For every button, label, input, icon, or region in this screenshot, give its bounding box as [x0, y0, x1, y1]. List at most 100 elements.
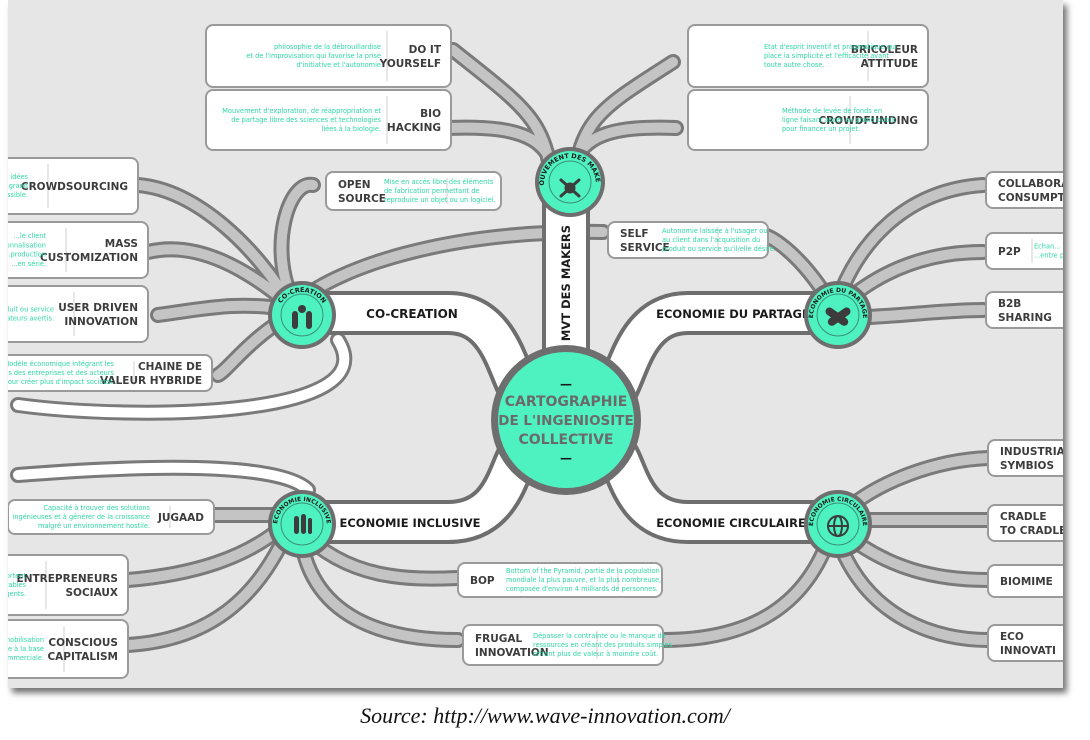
leaf-description: Modèle économique intégrant les	[8, 360, 115, 368]
leaf-description: ...le client	[14, 232, 47, 240]
leaf-label: BIO	[420, 108, 441, 120]
leaf-label: SOCIAUX	[65, 587, 118, 599]
partage-badge[interactable]: ECONOMIE DU PARTAGE	[804, 281, 872, 349]
cocreation-title: CO-CREATION	[366, 307, 458, 321]
leaf-entrepreneurs[interactable]: ENTREPRENEURS SOCIAUX ...apportent...s et …	[8, 554, 129, 616]
leaf-description: reproduire un objet ou un logiciel.	[384, 196, 496, 204]
inclusive-badge[interactable]: ECONOMIE INCLUSIVE	[268, 490, 336, 558]
leaf-label: OPEN	[338, 179, 371, 191]
hub-badges: MOUVEMENT DES MAKERS CO-CREATION ECONOMI…	[268, 147, 872, 558]
leaf-description: ...apportent	[8, 572, 26, 580]
leaf-box	[325, 171, 502, 211]
leaf-label: INNOVATI	[1000, 645, 1056, 657]
leaf-description: au client dans l'acquisition du	[662, 236, 760, 244]
leaf-description: Echan...	[1034, 242, 1060, 250]
leaf-label: CONSCIOUS	[48, 637, 118, 649]
leaf-box	[205, 89, 452, 151]
leaf-label: CRADLE	[1000, 511, 1047, 523]
center-node[interactable]: — CARTOGRAPHIE DE L'INGENIOSITE COLLECTI…	[491, 345, 641, 495]
center-line-1: CARTOGRAPHIE	[505, 394, 628, 410]
leaf-crowdsourcing[interactable]: CROWDSOURCING...obtenir des idées...plus…	[8, 157, 139, 215]
leaf-description: produit ou service qu'il/elle désire.	[662, 245, 776, 253]
leaf-label: ATTITUDE	[861, 58, 918, 70]
leaf-description: Bottom of the Pyramid, partie de la popu…	[506, 567, 660, 575]
leaf-label: BIOMIME	[1000, 576, 1053, 588]
leaf-biomime[interactable]: BIOMIME	[987, 564, 1063, 598]
leaf-box	[985, 171, 1063, 209]
leaf-label: MASS	[105, 238, 138, 250]
center-dash-top: —	[560, 377, 572, 391]
leaf-eco[interactable]: ECO INNOVATI	[987, 624, 1063, 662]
leaf-box	[987, 439, 1063, 477]
leaf-box	[987, 504, 1063, 542]
leaf-collab[interactable]: COLLABORA CONSUMPTION	[985, 171, 1063, 209]
leaf-conscious[interactable]: CONSCIOUS CAPITALISM...de mobilisation...…	[8, 619, 129, 679]
leaf-label: COLLABORA	[998, 178, 1063, 190]
leaf-box	[687, 89, 929, 151]
leaf-label: CONSUMPTION	[998, 192, 1063, 204]
leaf-label: SOURCE	[338, 193, 386, 205]
leaf-description: Mouvement d'exploration, de réappropriat…	[222, 107, 381, 115]
leaf-description: ...commerciale.	[8, 654, 44, 662]
wrench-icon	[559, 178, 581, 198]
leaf-description: ...possible.	[8, 191, 28, 199]
makers-badge[interactable]: MOUVEMENT DES MAKERS	[535, 147, 605, 217]
leaf-label: ECO	[1000, 631, 1024, 643]
leaf-label: INNOVATION	[64, 316, 138, 328]
hub-titles: CO-CREATION ECONOMIE DU PARTAGE ECONOMIE…	[340, 225, 810, 530]
leaf-description: d'initiative et l'autonomie	[296, 61, 381, 69]
cocreation-badge[interactable]: CO-CREATION	[268, 281, 336, 349]
leaf-description: malgré un environnement hostile.	[38, 522, 150, 530]
center-line-2: DE L'INGENIOSITE	[498, 413, 633, 429]
leaf-box	[205, 24, 452, 88]
inclusive-title: ECONOMIE INCLUSIVE	[340, 516, 481, 530]
center-dash-bottom: —	[560, 451, 572, 465]
leaf-label: BOP	[470, 575, 495, 587]
leaf-bop[interactable]: BOP Bottom of the Pyramid, partie de la p…	[457, 562, 663, 598]
leaf-label: JUGAAD	[157, 512, 204, 524]
leaf-box	[462, 624, 664, 666]
leaf-description: Capacité à trouver des solutions	[43, 504, 150, 512]
leaf-description: ligne faisant appel au grand public	[782, 116, 897, 124]
leaf-label: SELF	[620, 228, 649, 240]
leaf-label: CAPITALISM	[47, 651, 118, 663]
leaf-box	[8, 499, 215, 535]
leaf-description: ...s et durables	[8, 581, 27, 589]
leaf-label: USER DRIVEN	[58, 302, 138, 314]
leaf-label: ENTREPRENEURS	[17, 573, 118, 585]
leaf-box	[8, 354, 213, 392]
leaf-description: Méthode de levée de fonds en	[782, 107, 882, 115]
leaf-description: de fabrication permettant de	[384, 187, 479, 195]
makers-title: MVT DES MAKERS	[559, 225, 573, 341]
leaf-description: pour financer un projet.	[782, 125, 860, 133]
leaf-description: de partage libre des sciences et technol…	[231, 116, 381, 124]
leaf-label: HACKING	[387, 122, 441, 134]
circulaire-badge[interactable]: ECONOMIE CIRCULAIRE	[804, 490, 872, 558]
mindmap-canvas: CO-CREATION ECONOMIE DU PARTAGE ECONOMIE…	[8, 24, 1063, 679]
partage-title: ECONOMIE DU PARTAGE	[656, 307, 810, 321]
leaf-description: mondiale la plus pauvre, et la plus nomb…	[506, 576, 661, 584]
leaf-box	[8, 619, 129, 679]
leaf-label: CROWDFUNDING	[818, 115, 918, 127]
leaf-description: offrant plus de valeur à moindre coût.	[533, 650, 658, 658]
globe-icon	[827, 515, 849, 537]
leaf-description: ...s plus urgents.	[8, 590, 26, 598]
leaf-description: ...de mobilisation	[8, 636, 44, 644]
leaf-biohacking[interactable]: BIO HACKING Mouvement d'exploration, de ré…	[205, 89, 452, 151]
leaf-label: CHAINE DE	[138, 361, 202, 373]
leaf-label: B2B	[998, 298, 1021, 310]
